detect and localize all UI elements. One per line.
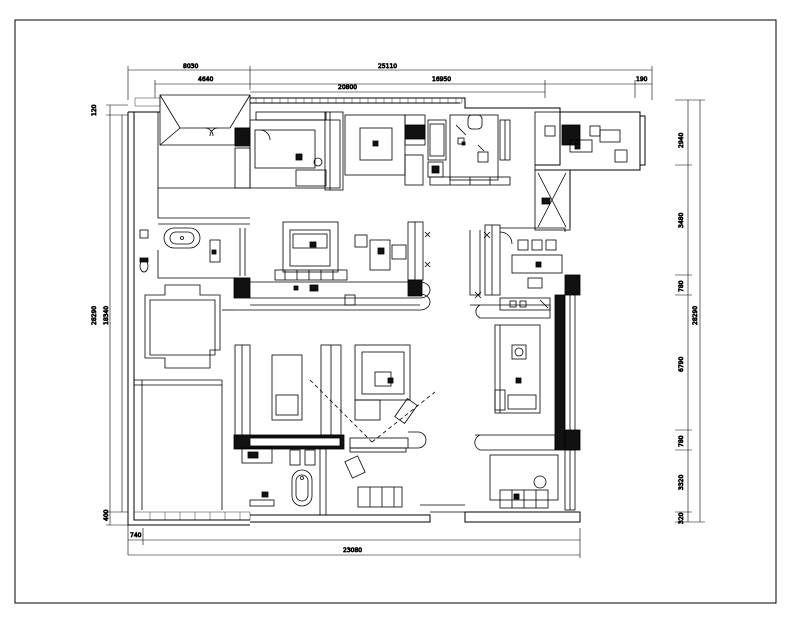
left-mid-room <box>134 284 235 510</box>
top-bedroom <box>234 111 344 191</box>
bathroom-upper <box>139 227 246 276</box>
dim-top-5: 190 <box>636 76 648 83</box>
dim-top-3: 4640 <box>198 76 213 83</box>
bottom-window <box>133 511 251 521</box>
lower-left-room <box>233 344 345 450</box>
lower-bathroom <box>241 447 403 515</box>
dim-right-6: 3320 <box>678 475 685 490</box>
living-room <box>309 344 436 453</box>
left-dimensions <box>106 104 128 526</box>
dim-right-3: 780 <box>678 280 685 292</box>
exterior-walls <box>127 97 646 526</box>
dim-bottom-1: 740 <box>130 532 142 539</box>
bottom-dimensions <box>127 525 581 558</box>
dim-left-4: 400 <box>103 509 110 521</box>
dim-left-2: 28290 <box>91 306 98 325</box>
right-dimensions <box>675 99 705 523</box>
dim-right-7: 320 <box>678 512 685 524</box>
top-window <box>134 97 463 107</box>
dim-left-3: 18340 <box>103 306 110 325</box>
bottom-right-room <box>474 434 576 511</box>
dim-right-2: 3480 <box>678 213 685 228</box>
kitchen-area <box>469 224 581 319</box>
dim-top-4: 16950 <box>432 76 451 83</box>
dim-bottom-2: 23080 <box>343 547 362 554</box>
dim-top-2: 25110 <box>378 63 397 70</box>
right-long-wall <box>554 294 581 451</box>
stair-room <box>159 94 251 147</box>
dim-right-5: 780 <box>678 435 685 447</box>
dim-right-1: 2940 <box>678 133 685 148</box>
top-room-2 <box>344 114 447 186</box>
top-right-office <box>534 111 641 231</box>
dim-left-1: 120 <box>91 104 98 116</box>
right-dining <box>494 324 541 414</box>
top-office <box>429 114 511 186</box>
drawing-frame <box>14 19 777 604</box>
dim-top-6: 20800 <box>338 84 357 91</box>
dim-right-total: 28290 <box>692 306 699 325</box>
entrance <box>420 504 465 513</box>
dim-top-1: 8030 <box>183 63 198 70</box>
central-wall <box>233 277 431 311</box>
master-bedroom <box>274 221 431 292</box>
top-dimensions <box>127 66 653 100</box>
left-corridor <box>157 112 250 279</box>
dim-right-4: 6790 <box>678 357 685 372</box>
